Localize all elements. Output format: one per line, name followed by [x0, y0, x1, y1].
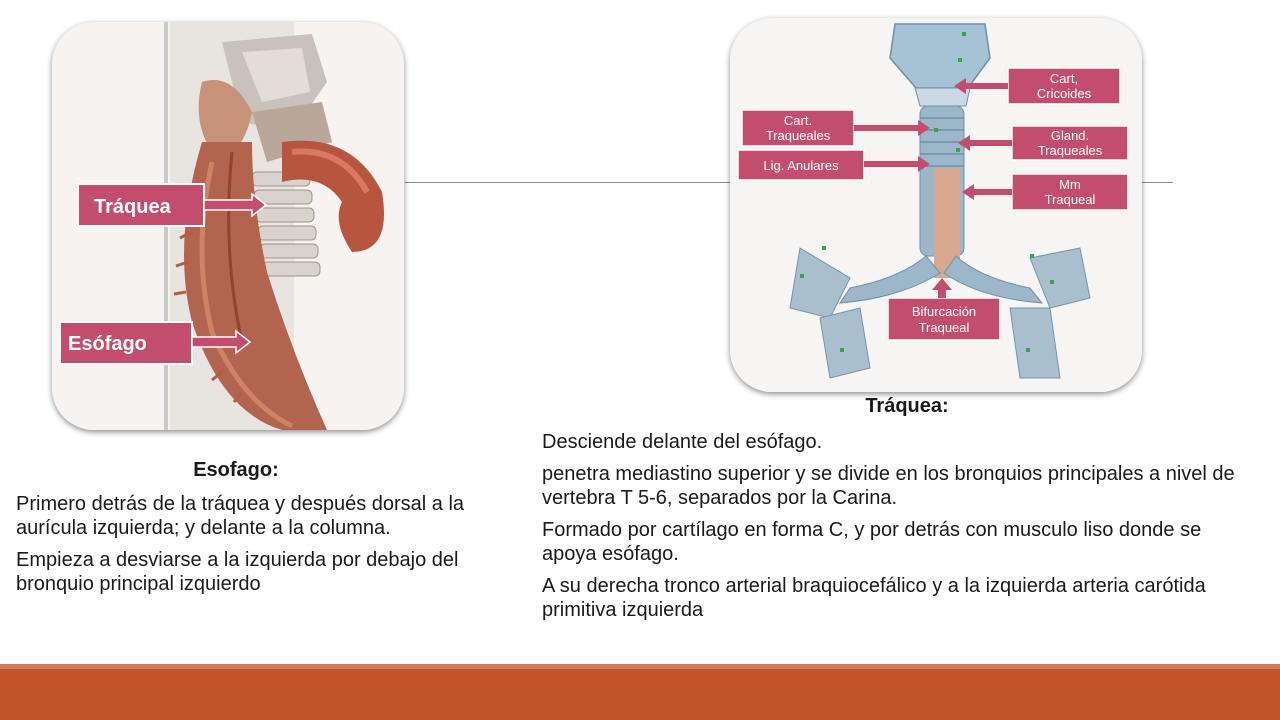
label-gland-line2: Traqueales	[1038, 143, 1103, 158]
trachea-illustration: Cart, Cricoides Cart. Traqueales Lig. An…	[730, 18, 1142, 392]
esofago-section: Esofago: Primero detrás de la tráquea y …	[16, 458, 466, 604]
label-traqueales-line1: Cart.	[784, 113, 812, 128]
label-cricoides-line1: Cart,	[1050, 71, 1078, 86]
label-bifurcacion-line1: Bifurcación	[912, 304, 976, 319]
label-bifurcacion-line2: Traqueal	[919, 320, 970, 335]
esofago-heading: Esofago:	[193, 459, 279, 481]
esofago-paragraph: Primero detrás de la tráquea y después d…	[16, 493, 465, 539]
footer-accent-bar	[0, 664, 1280, 720]
traquea-paragraph: A su derecha tronco arterial braquiocefá…	[542, 575, 1206, 621]
label-gland-line1: Gland.	[1051, 128, 1089, 143]
traquea-paragraph: Formado por cartílago en forma C, y por …	[542, 519, 1202, 565]
trachea-drawing: Cart, Cricoides Cart. Traqueales Lig. An…	[730, 18, 1142, 392]
traquea-heading: Tráquea:	[865, 395, 949, 417]
label-traqueales-line2: Traqueales	[766, 128, 831, 143]
traquea-paragraph: penetra mediastino superior y se divide …	[542, 463, 1235, 509]
esofago-paragraph: Empieza a desviarse a la izquierda por d…	[16, 549, 459, 595]
label-mm-line2: Traqueal	[1045, 192, 1096, 207]
esophagus-illustration: Tráquea Esófago	[52, 22, 404, 430]
footer-accent-stripe	[0, 664, 1280, 669]
traquea-paragraph: Desciende delante del esófago.	[542, 431, 823, 453]
esophagus-drawing: Tráquea Esófago	[52, 22, 404, 430]
label-traquea: Tráquea	[94, 196, 172, 218]
label-mm-line1: Mm	[1059, 177, 1081, 192]
label-cricoides-line2: Cricoides	[1037, 86, 1092, 101]
label-esofago: Esófago	[68, 333, 147, 355]
traquea-section: Tráquea: Desciende delante del esófago. …	[542, 394, 1242, 630]
label-anulares: Lig. Anulares	[763, 158, 839, 173]
